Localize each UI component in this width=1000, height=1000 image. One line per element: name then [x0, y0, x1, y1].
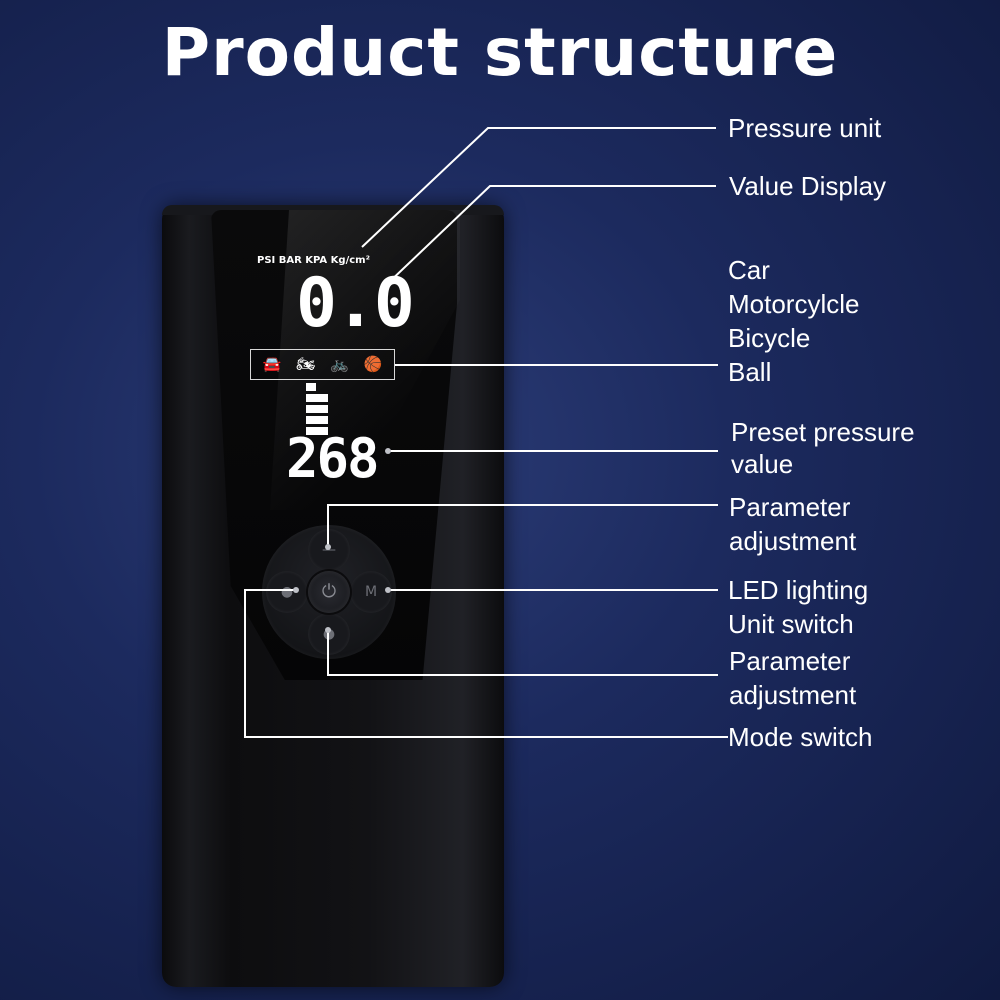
pressure-unit-indicator: PSI BAR KPA Kg/cm²: [257, 255, 370, 266]
label-param-bottom-line1: Parameter: [729, 646, 851, 676]
label-param-bottom-line2: adjustment: [729, 680, 857, 710]
label-value-display: Value Display: [729, 171, 887, 201]
label-mode-motorcycle: Motorcylcle: [728, 289, 860, 319]
value-display: 0.0: [296, 264, 415, 343]
mode-icons-row: 🚘 🏍 🚲 🏀: [250, 349, 395, 380]
label-mode-car: Car: [728, 255, 770, 285]
bicycle-icon: 🚲: [330, 355, 349, 373]
ball-icon: 🏀: [363, 355, 383, 373]
label-param-top-line1: Parameter: [729, 492, 851, 522]
leader-line-mode-switch: [244, 589, 728, 738]
label-preset-line2: value: [731, 449, 794, 479]
level-bars: [306, 383, 328, 438]
leader-line-param-bottom: [327, 630, 718, 676]
leader-dot: [325, 544, 331, 550]
leader-dot: [385, 587, 391, 593]
label-pressure-unit: Pressure unit: [728, 113, 882, 143]
page-title: Product structure: [161, 14, 839, 91]
label-preset-line1: Preset pressure: [731, 417, 915, 447]
level-bar: [306, 383, 316, 391]
leader-dot: [293, 587, 299, 593]
motorcycle-icon: 🏍: [296, 355, 316, 373]
leader-dot: [325, 627, 331, 633]
leader-line-param-top: [327, 504, 718, 547]
led-unit-button[interactable]: M: [350, 571, 392, 613]
label-mode-switch: Mode switch: [728, 722, 873, 752]
preset-pressure-display: 268: [286, 427, 380, 490]
label-unit-switch: Unit switch: [728, 609, 854, 639]
label-mode-bicycle: Bicycle: [728, 323, 811, 353]
leader-line-pressure-unit: [361, 127, 716, 248]
label-led-lighting: LED lighting: [728, 575, 869, 605]
label-param-top-line2: adjustment: [729, 526, 857, 556]
label-mode-ball: Ball: [728, 357, 772, 387]
leader-dot: [385, 448, 391, 454]
level-bar: [306, 394, 328, 402]
level-bar: [306, 416, 328, 424]
leader-line-value-display: [383, 185, 716, 288]
mode-button[interactable]: ●: [266, 571, 308, 613]
car-icon: 🚘: [262, 355, 282, 373]
level-bar: [306, 427, 328, 435]
level-bar: [306, 405, 328, 413]
power-button[interactable]: ⏻: [308, 571, 350, 613]
